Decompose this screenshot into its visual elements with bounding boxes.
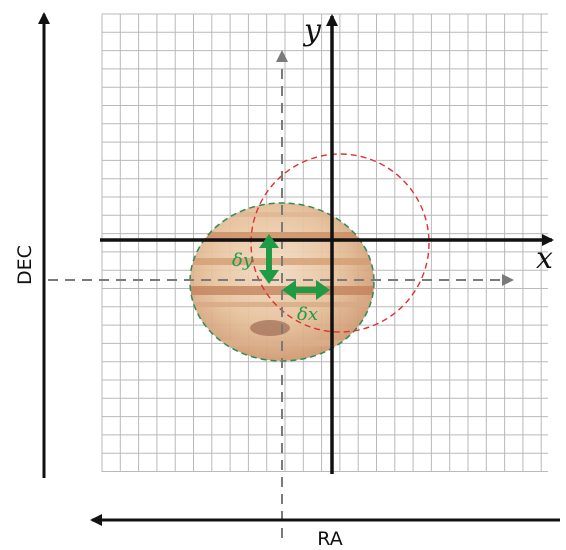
delta-y-label: δy (232, 250, 254, 271)
dec-label: DEC (14, 245, 36, 285)
planet-image (189, 202, 375, 362)
x-axis-label: x (536, 241, 553, 276)
delta-x-arrow (282, 280, 330, 300)
ra-label: RA (317, 528, 342, 550)
target-circle (250, 153, 430, 333)
y-axis-label: y (302, 13, 322, 48)
delta-y-arrow (259, 234, 279, 284)
delta-x-label: δx (297, 304, 318, 325)
